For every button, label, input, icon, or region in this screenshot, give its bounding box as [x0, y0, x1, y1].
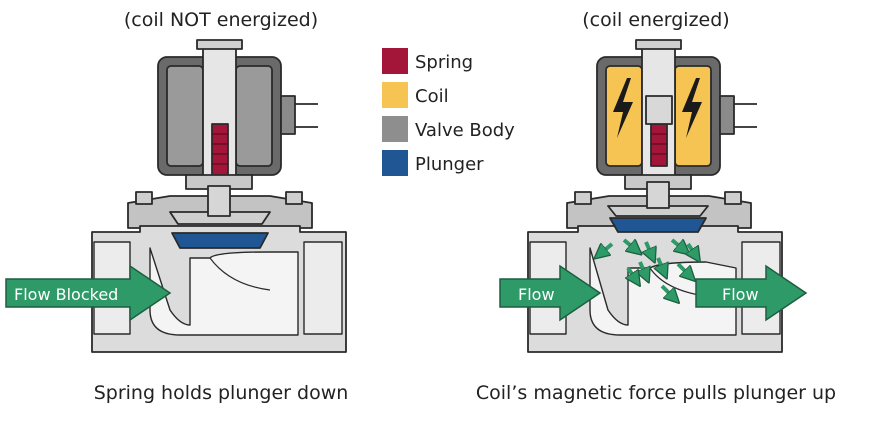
right-panel-caption: Coil’s magnetic force pulls plunger up: [476, 382, 836, 404]
legend-swatch-valve-body: [382, 116, 408, 142]
legend-label-plunger: Plunger: [415, 154, 484, 175]
valve-not-energized: [91, 39, 347, 353]
terminal-left: [280, 95, 296, 135]
legend-swatch-coil: [382, 82, 408, 108]
lightning-icon-left: [613, 78, 633, 138]
legend: Spring Coil Valve Body Plunger: [382, 48, 515, 176]
right-panel-title: (coil energized): [582, 9, 729, 31]
spring-right: [650, 123, 668, 167]
flow-in-arrow: Flow: [499, 264, 602, 322]
plunger-left: [171, 232, 269, 249]
valve-energized: [527, 39, 783, 353]
flow-blocked-label: Flow Blocked: [14, 285, 118, 304]
legend-label-spring: Spring: [415, 52, 473, 73]
terminal-right: [719, 95, 735, 135]
legend-swatch-plunger: [382, 150, 408, 176]
flow-blocked-arrow: Flow Blocked: [5, 264, 172, 322]
lightning-icon-right: [682, 78, 702, 138]
legend-swatch-spring: [382, 48, 408, 74]
coil-left-b: [235, 65, 273, 167]
legend-label-valve-body: Valve Body: [415, 120, 515, 141]
plunger-right: [609, 217, 707, 233]
spring-left: [211, 123, 229, 177]
legend-label-coil: Coil: [415, 86, 449, 107]
flow-out-arrow: Flow: [695, 264, 808, 322]
coil-left-a: [166, 65, 204, 167]
internal-flow-arrows: [600, 238, 696, 298]
left-panel-caption: Spring holds plunger down: [94, 382, 349, 404]
left-panel-title: (coil NOT energized): [124, 9, 318, 31]
flow-out-label: Flow: [722, 285, 759, 304]
flow-in-label: Flow: [518, 285, 555, 304]
